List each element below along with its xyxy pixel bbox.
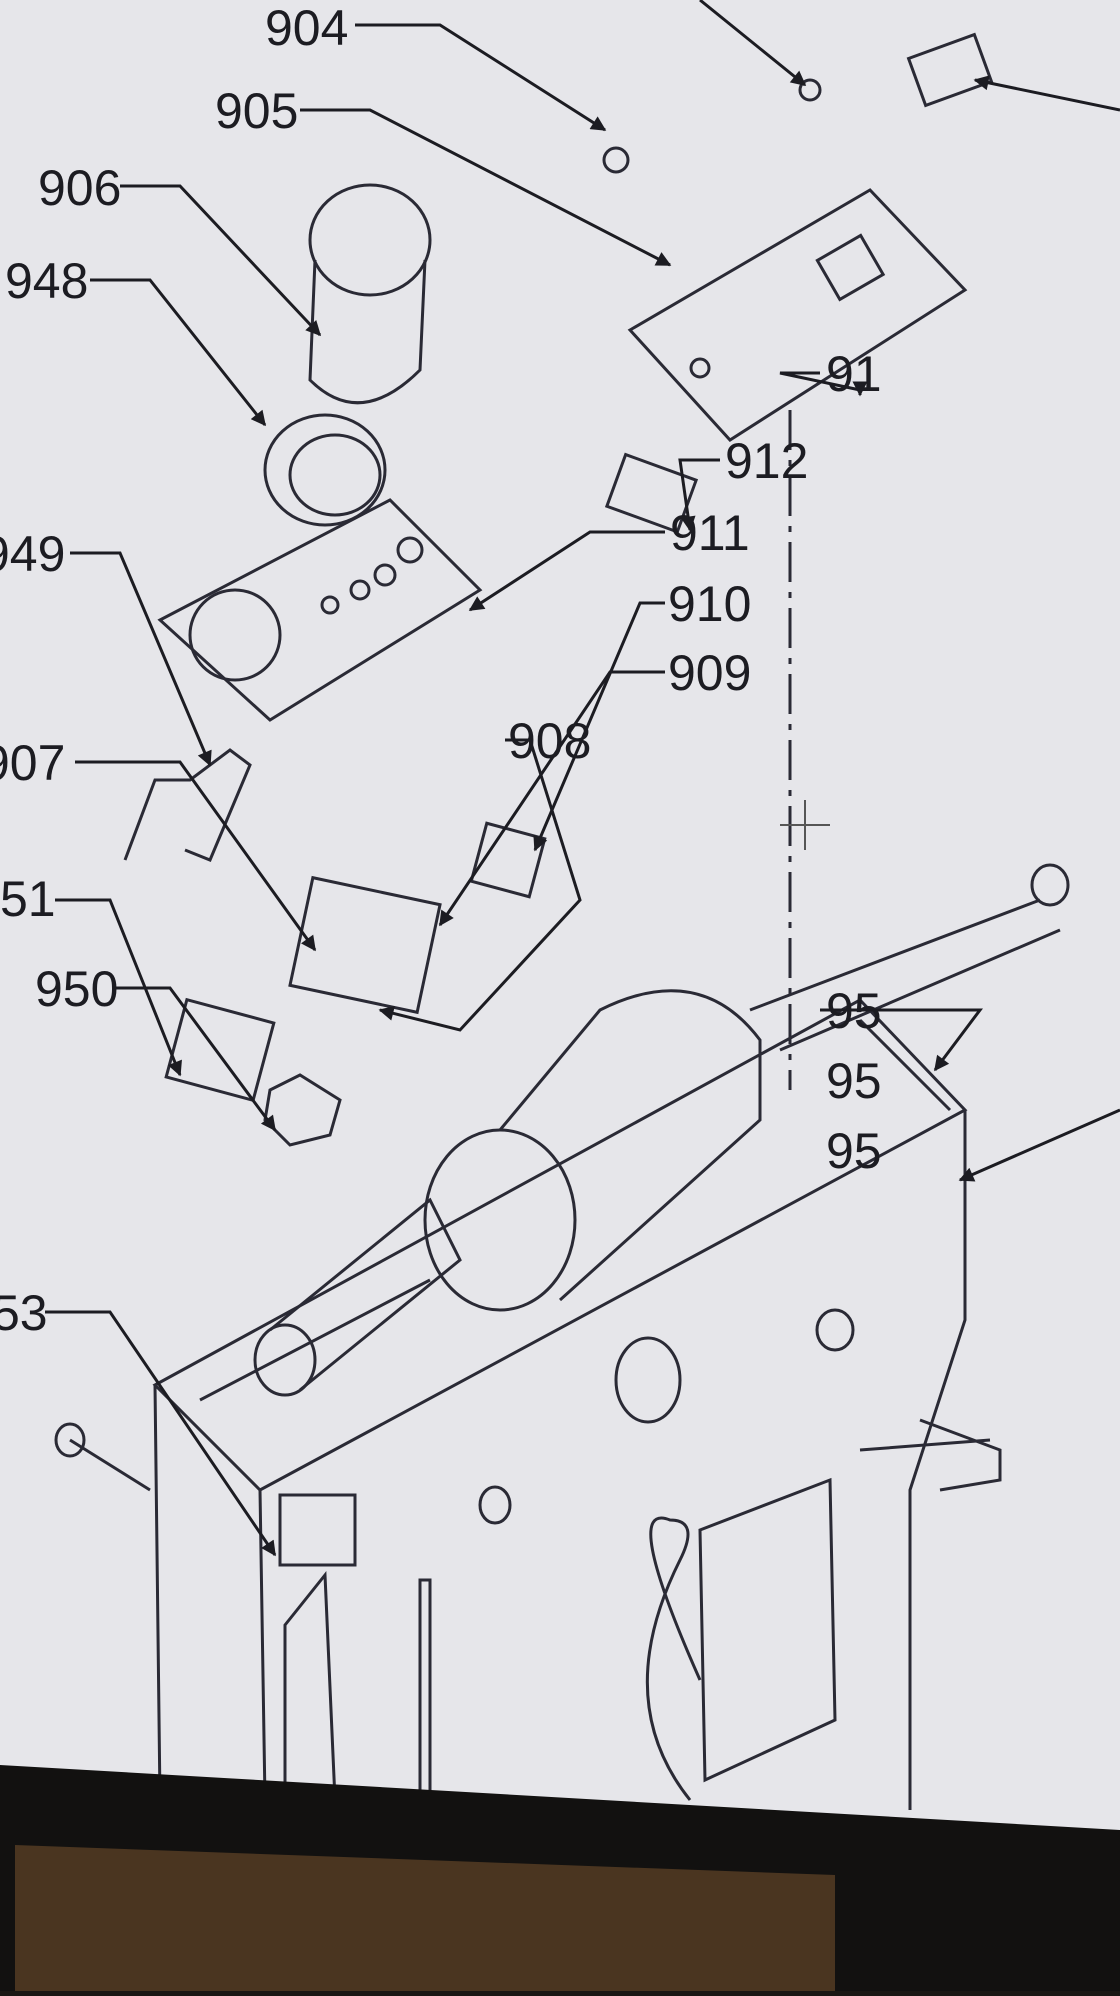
callout-95c: 95 (826, 1123, 882, 1179)
callout-labels: 904 905 906 948 949 907 51 950 53 91 912… (0, 0, 882, 1341)
drawing-linework (54, 32, 1070, 1812)
callout-912: 912 (725, 433, 808, 489)
callout-905: 905 (215, 83, 298, 139)
callout-909: 909 (668, 645, 751, 701)
callout-911: 911 (670, 505, 750, 561)
callout-904: 904 (265, 0, 348, 56)
callout-907: 907 (0, 735, 65, 791)
callout-908: 908 (508, 713, 591, 769)
callout-948: 948 (5, 253, 88, 309)
leader-lines (45, 0, 1120, 1557)
callout-951: 51 (0, 871, 56, 927)
callout-95b: 95 (826, 1053, 882, 1109)
callout-91x: 91 (826, 346, 882, 402)
callout-953: 53 (0, 1285, 48, 1341)
callout-95a: 95 (826, 983, 882, 1039)
callout-950: 950 (35, 961, 118, 1017)
callout-910: 910 (668, 576, 751, 632)
crosshair-cursor-icon (780, 800, 830, 850)
callout-906: 906 (38, 160, 121, 216)
callout-949: 949 (0, 526, 65, 582)
paper-note (15, 1845, 835, 1991)
